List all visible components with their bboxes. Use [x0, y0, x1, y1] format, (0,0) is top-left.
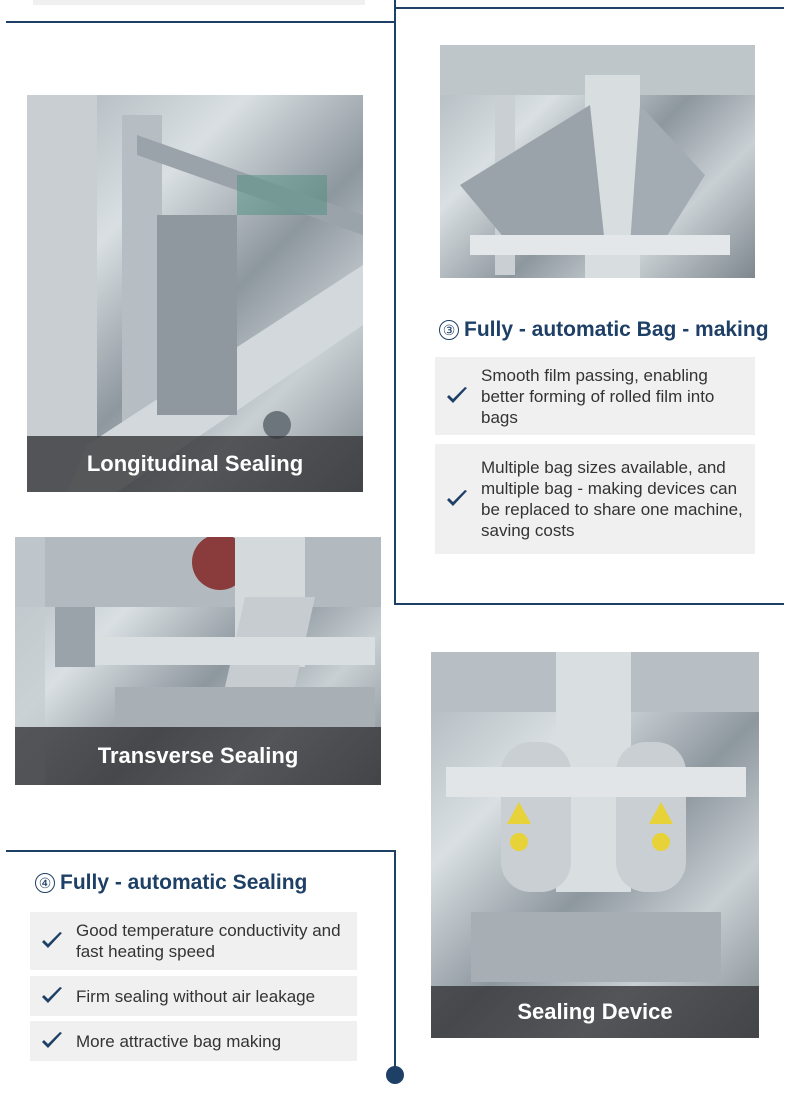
sealing-device-caption: Sealing Device — [431, 986, 759, 1038]
section4-feature-3-text: More attractive bag making — [76, 1031, 282, 1051]
section4-feature-1: Good temperature conductivity and fast h… — [30, 912, 357, 970]
section3-feature-2-text: Multiple bag sizes available, and multip… — [481, 458, 743, 540]
section4-top-line — [6, 850, 396, 852]
longitudinal-sealing-caption: Longitudinal Sealing — [27, 436, 363, 492]
section3-title-text: Fully - automatic Bag - making — [464, 318, 769, 341]
checkmark-icon — [42, 987, 62, 1003]
section3-number: ③ — [439, 320, 459, 340]
section4-feature-2-text: Firm sealing without air leakage — [76, 986, 316, 1006]
sealing-device-photo: Sealing Device — [431, 652, 759, 1038]
checkmark-icon — [42, 932, 62, 948]
top-left-divider — [6, 21, 394, 23]
section3-feature-1-text: Smooth film passing, enabling better for… — [481, 365, 715, 427]
section3-title: ③ Fully - automatic Bag - making — [439, 318, 769, 342]
machine-illustration — [27, 95, 363, 492]
section3-feature-1: Smooth film passing, enabling better for… — [435, 357, 755, 435]
section4-title-text: Fully - automatic Sealing — [60, 871, 308, 894]
top-right-divider — [394, 7, 784, 9]
center-vertical-line-bottom — [394, 850, 396, 1072]
checkmark-icon — [447, 490, 467, 506]
checkmark-icon — [42, 1032, 62, 1048]
section3-bottom-line — [394, 603, 784, 605]
transverse-sealing-caption: Transverse Sealing — [15, 727, 381, 785]
section4-number: ④ — [35, 873, 55, 893]
section4-feature-3: More attractive bag making — [30, 1021, 357, 1061]
section3-feature-2: Multiple bag sizes available, and multip… — [435, 444, 755, 554]
previous-feature-box — [33, 0, 365, 5]
section4-feature-1-text: Good temperature conductivity and fast h… — [76, 921, 341, 961]
sealing-device-illustration — [431, 652, 759, 982]
checkmark-icon — [447, 387, 467, 403]
section4-feature-2: Firm sealing without air leakage — [30, 976, 357, 1016]
section4-title: ④ Fully - automatic Sealing — [35, 871, 307, 895]
bag-forming-photo — [440, 45, 755, 278]
center-vertical-line-top — [394, 0, 396, 605]
transverse-sealing-photo: Transverse Sealing — [15, 537, 381, 785]
timeline-node-circle-dot-icon — [386, 1066, 404, 1084]
forming-tube-illustration — [440, 45, 755, 278]
longitudinal-sealing-photo: Longitudinal Sealing — [27, 95, 363, 492]
